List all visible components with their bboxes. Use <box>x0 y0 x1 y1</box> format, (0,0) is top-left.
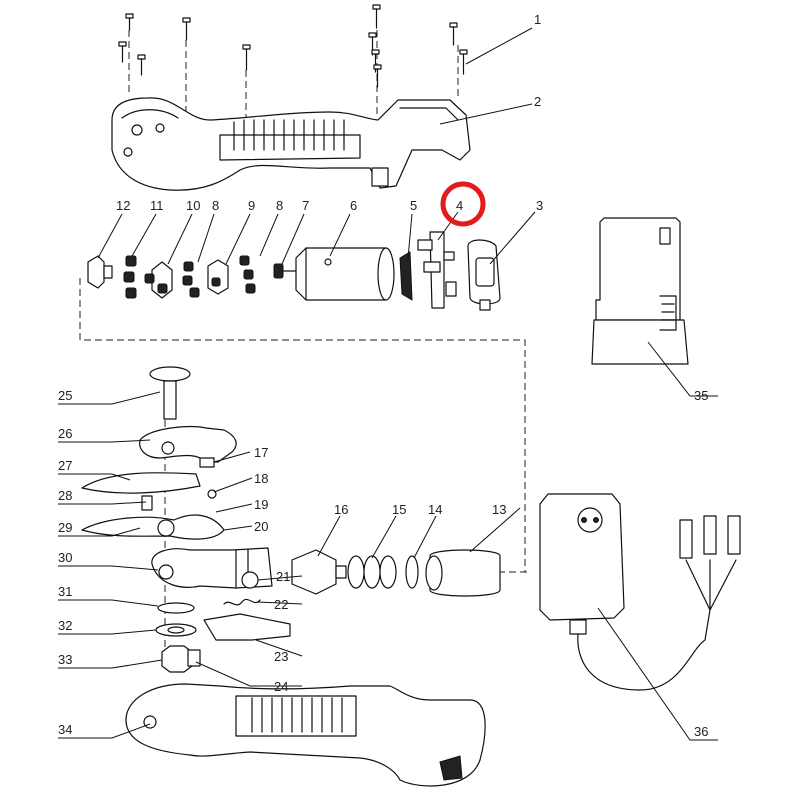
part-label-31: 31 <box>58 584 72 599</box>
part-label-8-left: 8 <box>212 198 219 213</box>
part-labels: 1 2 3 4 5 6 7 8 9 8 10 11 12 13 14 15 16… <box>58 12 708 739</box>
part-label-24: 24 <box>274 679 288 694</box>
lower-housing-grip <box>251 697 343 733</box>
part-label-28: 28 <box>58 488 72 503</box>
part-label-20: 20 <box>254 519 268 534</box>
part-label-21: 21 <box>276 569 290 584</box>
part-label-29: 29 <box>58 520 72 535</box>
part-label-25: 25 <box>58 388 72 403</box>
gear-train-group <box>87 231 501 311</box>
part-label-34: 34 <box>58 722 72 737</box>
part-label-15: 15 <box>392 502 406 517</box>
part-label-12: 12 <box>116 198 130 213</box>
part-label-26: 26 <box>58 426 72 441</box>
battery-pack <box>591 217 689 365</box>
part-label-16: 16 <box>334 502 348 517</box>
switch-board <box>417 231 457 309</box>
highlight-marker <box>440 181 486 227</box>
part-label-22: 22 <box>274 597 288 612</box>
part-label-36: 36 <box>694 724 708 739</box>
upper-housing-grip <box>233 119 345 151</box>
motor <box>295 247 395 301</box>
part-label-23: 23 <box>274 649 288 664</box>
part-label-11: 11 <box>150 198 164 213</box>
part-label-18: 18 <box>254 471 268 486</box>
part-label-7: 7 <box>302 198 309 213</box>
part-label-35: 35 <box>694 388 708 403</box>
part-label-4: 4 <box>456 198 463 213</box>
part-label-27: 27 <box>58 458 72 473</box>
part-label-17: 17 <box>254 445 268 460</box>
part-label-13: 13 <box>492 502 506 517</box>
part-label-10: 10 <box>186 198 200 213</box>
part-label-1: 1 <box>534 12 541 27</box>
part-label-32: 32 <box>58 618 72 633</box>
charger <box>539 493 741 691</box>
part-label-3: 3 <box>536 198 543 213</box>
part-label-2: 2 <box>534 94 541 109</box>
part-label-14: 14 <box>428 502 442 517</box>
part-label-8-right: 8 <box>276 198 283 213</box>
part-label-30: 30 <box>58 550 72 565</box>
drive-group <box>291 549 501 597</box>
part-label-33: 33 <box>58 652 72 667</box>
part-label-9: 9 <box>248 198 255 213</box>
part-label-6: 6 <box>350 198 357 213</box>
cutting-head-group <box>81 366 291 673</box>
switch-housing <box>467 239 501 311</box>
leader-lines <box>58 27 718 741</box>
lower-housing <box>125 683 486 787</box>
upper-housing <box>111 97 471 191</box>
part-label-5: 5 <box>410 198 417 213</box>
screws-group <box>118 4 468 88</box>
part-label-19: 19 <box>254 497 268 512</box>
